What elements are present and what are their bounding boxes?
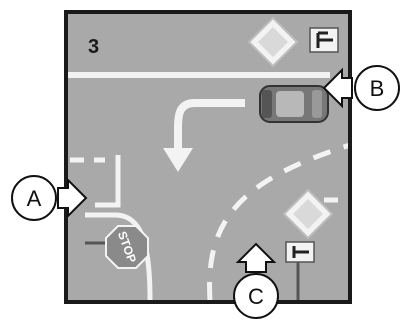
- svg-text:B: B: [370, 76, 385, 101]
- priority-road-sign-top: [247, 16, 299, 68]
- panel-number: 3: [88, 36, 99, 58]
- stop-sign: STOP: [85, 225, 149, 269]
- callout-a: A: [11, 175, 88, 221]
- svg-text:C: C: [248, 284, 264, 309]
- panel-frame: [64, 10, 352, 304]
- turn-arrow-head: [163, 148, 193, 172]
- center-dashed-curve: [207, 142, 351, 301]
- supplementary-sign-bottom: [285, 241, 315, 300]
- supplementary-sign-top: [309, 27, 339, 53]
- arrow-left-icon: [322, 67, 353, 109]
- arrow-right-icon: [57, 177, 88, 219]
- turn-arrow-icon: [174, 99, 245, 150]
- priority-road-sign-bottom: [282, 188, 334, 240]
- svg-text:A: A: [27, 186, 42, 211]
- arrow-up-icon: [235, 242, 277, 273]
- callout-b: B: [322, 65, 400, 111]
- callout-c: C: [233, 242, 279, 319]
- car-icon: [259, 85, 329, 123]
- left-curb: [95, 155, 121, 208]
